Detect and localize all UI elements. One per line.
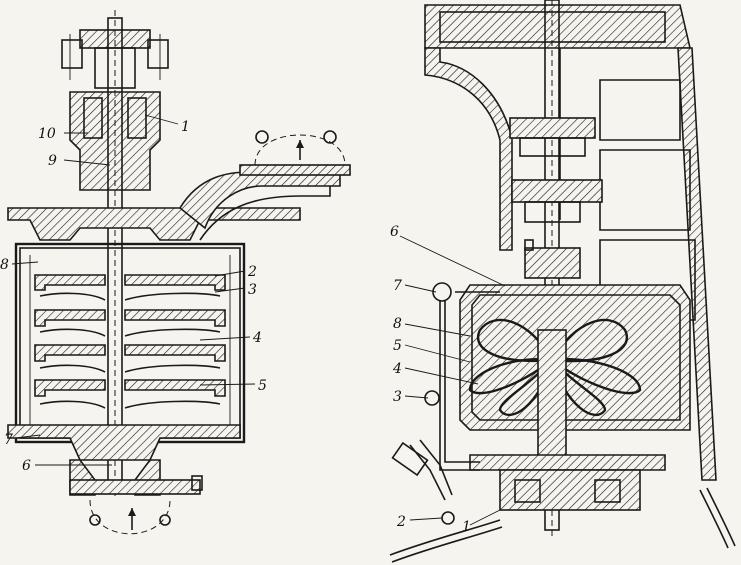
right-pump-section xyxy=(389,0,736,563)
discharge-elbow xyxy=(178,171,341,230)
left-leader-lines xyxy=(11,114,256,466)
left-pump-section xyxy=(7,10,351,535)
cover-flange xyxy=(7,207,301,241)
frame-right-wall xyxy=(677,47,717,481)
frame-left-wall xyxy=(424,47,513,251)
left-callout-2: 2 xyxy=(247,264,257,280)
right-leader-lines xyxy=(399,235,506,526)
left-callout-1: 1 xyxy=(181,119,190,135)
right-callout-4: 4 xyxy=(392,361,402,377)
right-callout-8: 8 xyxy=(393,316,402,332)
coupling-lower xyxy=(511,179,603,203)
thrust-bearing xyxy=(499,469,641,511)
right-callout-3: 3 xyxy=(393,389,402,405)
left-callout-8: 8 xyxy=(0,257,9,273)
volute-casing xyxy=(459,284,691,431)
left-callout-9: 9 xyxy=(48,153,57,169)
suction-flange xyxy=(69,479,201,495)
valve-assembly xyxy=(391,441,429,477)
right-callout-2: 2 xyxy=(396,514,406,530)
left-callout-10: 10 xyxy=(38,126,56,142)
hub xyxy=(537,329,567,461)
bearing-housing-right xyxy=(524,247,581,279)
left-callout-3: 3 xyxy=(248,282,257,298)
left-callout-5: 5 xyxy=(258,378,267,394)
right-callout-7: 7 xyxy=(393,278,402,294)
top-fitting xyxy=(432,282,452,302)
impeller-stages xyxy=(34,274,226,409)
right-callout-5: 5 xyxy=(393,338,402,354)
right-callout-1: 1 xyxy=(462,519,471,535)
coupling-upper xyxy=(509,117,596,139)
right-callout-6: 6 xyxy=(390,224,399,240)
left-callout-7: 7 xyxy=(4,432,13,448)
left-callout-4: 4 xyxy=(252,330,262,346)
left-callout-6: 6 xyxy=(22,458,31,474)
base-plate xyxy=(469,454,666,471)
